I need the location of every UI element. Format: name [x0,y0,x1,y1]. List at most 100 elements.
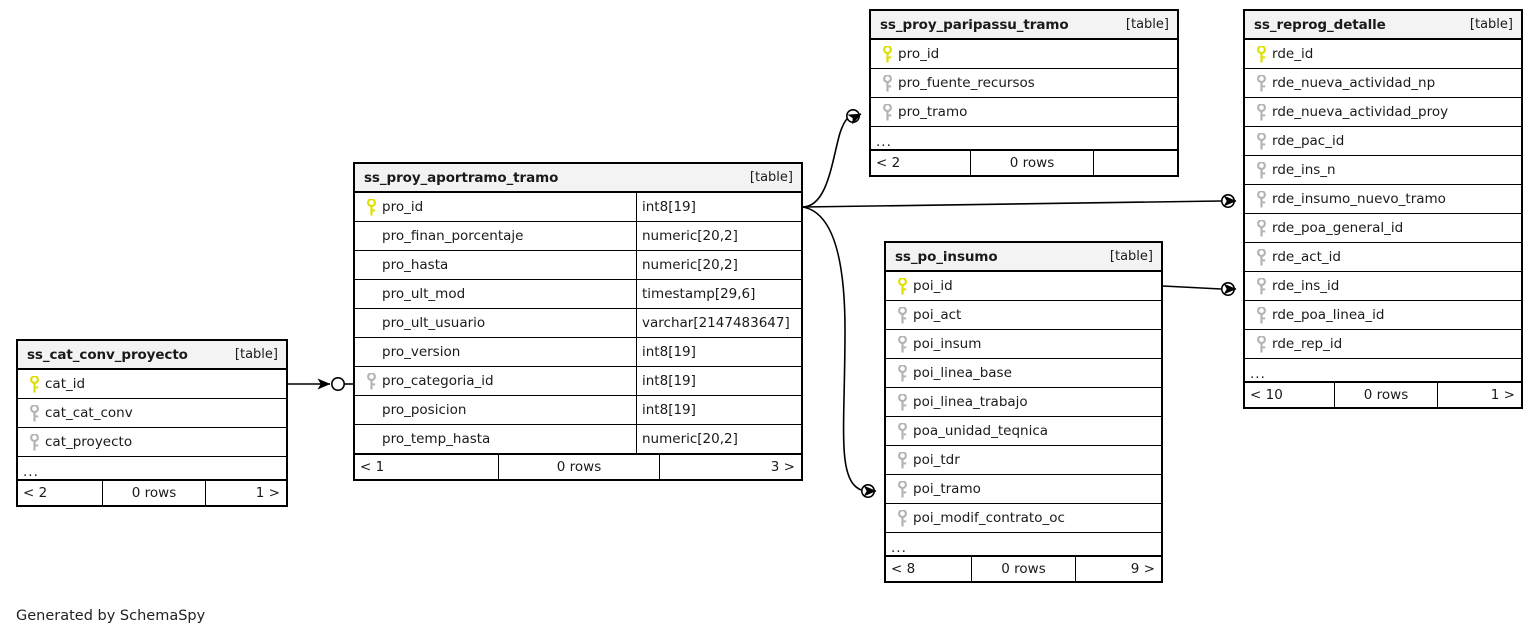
column-cell: poi_linea_trabajo [886,388,1161,416]
table-row[interactable]: pro_finan_porcentaje numeric[20,2] [355,222,801,251]
footer-children-count[interactable]: 3 > [770,459,795,475]
column-cell: pro_version [355,338,636,366]
column-name: pro_posicion [382,402,467,418]
table-footer: < 2 0 rows 1 > [18,480,286,505]
column-type: varchar[2147483647] [636,309,801,337]
table-row[interactable]: pro_hasta numeric[20,2] [355,251,801,280]
table-row[interactable]: poi_act [886,301,1161,330]
footer-row-count: 0 rows [102,481,206,505]
table-kind-label: [table] [234,347,278,362]
footer-children-count[interactable] [1094,151,1177,175]
foreign-key-icon [1251,103,1272,121]
table-ss-reprog-detalle[interactable]: ss_reprog_detalle [table] rde_id rde_nue… [1243,9,1523,409]
column-cell: rde_pac_id [1245,127,1521,155]
foreign-key-icon [24,433,45,451]
footer-children-count[interactable]: 9 > [1130,561,1155,577]
foreign-key-icon [1251,132,1272,150]
table-row[interactable]: rde_ins_id [1245,272,1521,301]
table-row[interactable]: poa_unidad_teqnica [886,417,1161,446]
table-row[interactable]: poi_insum [886,330,1161,359]
table-row[interactable]: pro_temp_hasta numeric[20,2] [355,425,801,454]
table-ss-cat-conv-proyecto[interactable]: ss_cat_conv_proyecto [table] cat_id cat_… [16,339,288,507]
table-row[interactable]: pro_fuente_recursos [871,69,1177,98]
table-row[interactable]: cat_id [18,370,286,399]
column-type: int8[19] [636,338,801,366]
column-type: int8[19] [636,367,801,395]
table-row[interactable]: pro_tramo [871,98,1177,127]
footer-children-count[interactable]: 1 > [255,485,280,501]
footer-parents-count[interactable]: < 10 [1250,387,1283,403]
table-row[interactable]: rde_rep_id [1245,330,1521,359]
table-row[interactable]: poi_id [886,272,1161,301]
column-cell: poi_tdr [886,446,1161,474]
column-name: pro_ult_mod [382,286,466,302]
table-row[interactable]: pro_id [871,40,1177,69]
column-cell: rde_id [1245,40,1521,68]
more-columns-indicator: ... [886,533,1161,556]
column-name: rde_nueva_actividad_proy [1272,104,1449,120]
table-row[interactable]: pro_id int8[19] [355,193,801,222]
foreign-key-icon [892,422,913,440]
table-row[interactable]: rde_insumo_nuevo_tramo [1245,185,1521,214]
footer-parents-count[interactable]: < 8 [891,561,916,577]
column-name: pro_ult_usuario [382,315,486,331]
column-cell: rde_act_id [1245,243,1521,271]
table-row[interactable]: rde_nueva_actividad_np [1245,69,1521,98]
column-name: pro_id [898,46,940,62]
foreign-key-icon [1251,277,1272,295]
table-ss-proy-paripassu-tramo[interactable]: ss_proy_paripassu_tramo [table] pro_id p… [869,9,1179,177]
table-row[interactable]: pro_categoria_id int8[19] [355,367,801,396]
column-type: numeric[20,2] [636,425,801,453]
column-cell: rde_nueva_actividad_proy [1245,98,1521,126]
table-ss-po-insumo[interactable]: ss_po_insumo [table] poi_id poi_act poi_… [884,241,1163,583]
foreign-key-icon [892,451,913,469]
table-name: ss_proy_paripassu_tramo [880,16,1069,33]
table-row[interactable]: poi_linea_base [886,359,1161,388]
column-cell: pro_temp_hasta [355,425,636,453]
table-row[interactable]: poi_modif_contrato_oc [886,504,1161,533]
table-footer: < 1 0 rows 3 > [355,454,801,479]
footer-parents-count[interactable]: < 1 [360,459,385,475]
footer-children-count[interactable]: 1 > [1490,387,1515,403]
column-cell: pro_ult_usuario [355,309,636,337]
relationship-pro-id-to-pro-tramo [802,109,862,208]
column-cell: poi_modif_contrato_oc [886,504,1161,532]
table-row[interactable]: rde_poa_general_id [1245,214,1521,243]
column-name: cat_cat_conv [45,405,133,421]
primary-key-icon [877,45,898,63]
column-cell: pro_categoria_id [355,367,636,395]
ellipsis: ... [876,134,892,150]
table-row[interactable]: pro_ult_mod timestamp[29,6] [355,280,801,309]
column-name: rde_poa_general_id [1272,220,1404,236]
column-name: pro_id [382,199,424,215]
column-cell: poi_act [886,301,1161,329]
table-footer: < 8 0 rows 9 > [886,556,1161,581]
table-row[interactable]: poi_tdr [886,446,1161,475]
footer-row-count: 0 rows [970,151,1094,175]
table-row[interactable]: rde_ins_n [1245,156,1521,185]
table-row[interactable]: rde_act_id [1245,243,1521,272]
column-name: poi_insum [913,336,982,352]
foreign-key-icon [892,306,913,324]
foreign-key-icon [24,404,45,422]
table-row[interactable]: rde_poa_linea_id [1245,301,1521,330]
footer-parents-count[interactable]: < 2 [876,155,901,171]
table-row[interactable]: cat_proyecto [18,428,286,457]
column-name: poi_id [913,278,953,294]
table-name: ss_cat_conv_proyecto [27,346,188,363]
foreign-key-icon [1251,190,1272,208]
table-row[interactable]: rde_id [1245,40,1521,69]
table-row[interactable]: pro_version int8[19] [355,338,801,367]
column-cell: poi_tramo [886,475,1161,503]
footer-parents-count[interactable]: < 2 [23,485,48,501]
table-ss-proy-aportramo-tramo[interactable]: ss_proy_aportramo_tramo [table] pro_id i… [353,162,803,481]
table-row[interactable]: pro_posicion int8[19] [355,396,801,425]
table-row[interactable]: cat_cat_conv [18,399,286,428]
column-name: pro_temp_hasta [382,431,491,447]
table-row[interactable]: rde_nueva_actividad_proy [1245,98,1521,127]
table-row[interactable]: rde_pac_id [1245,127,1521,156]
table-row[interactable]: pro_ult_usuario varchar[2147483647] [355,309,801,338]
table-row[interactable]: poi_linea_trabajo [886,388,1161,417]
table-row[interactable]: poi_tramo [886,475,1161,504]
column-name: rde_insumo_nuevo_tramo [1272,191,1446,207]
